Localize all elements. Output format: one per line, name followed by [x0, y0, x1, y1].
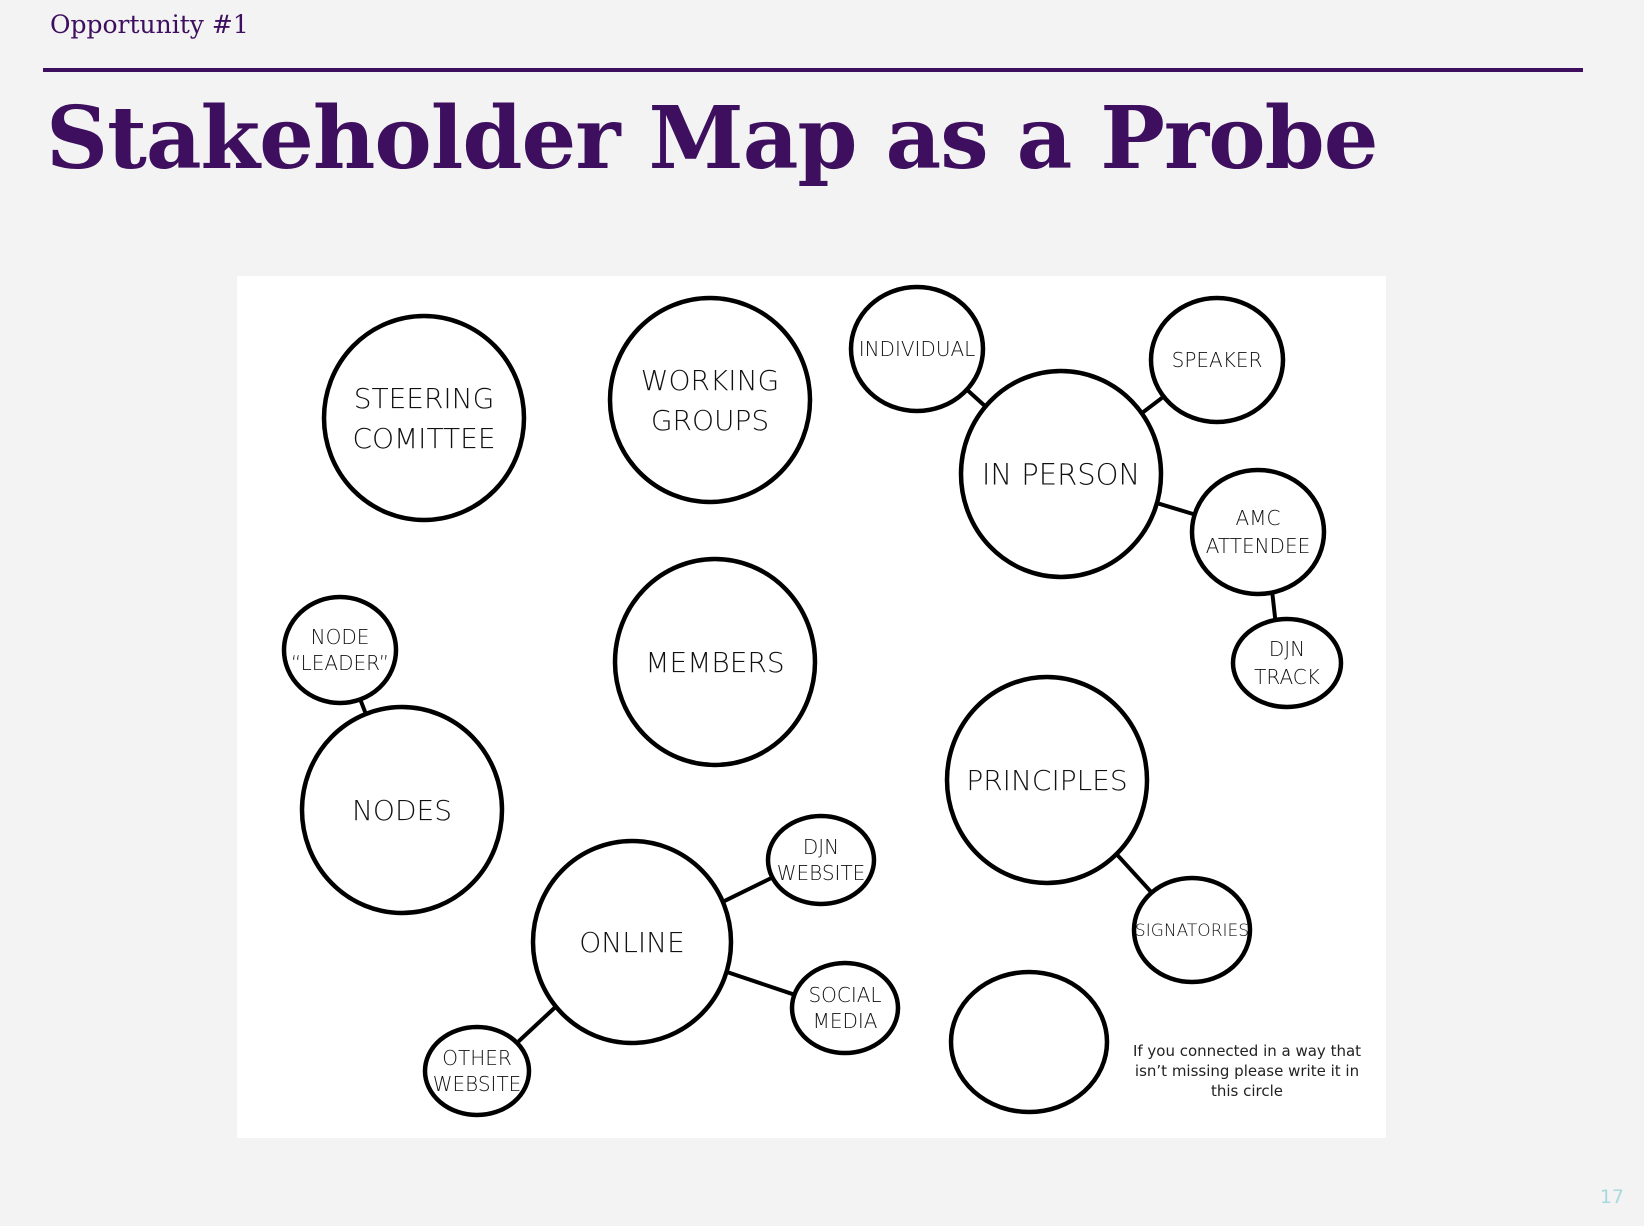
node-circle-amc-attendee — [1189, 467, 1327, 597]
node-circle-individual — [848, 284, 986, 414]
node-label-djn-track: DJN — [1269, 637, 1305, 661]
note-line: this circle — [1211, 1082, 1283, 1100]
node-circle-nodes — [299, 704, 505, 916]
node-blank — [948, 969, 1110, 1115]
node-djn-track: DJN TRACK — [1230, 616, 1344, 710]
edge-speaker-in-person — [1140, 394, 1165, 415]
node-label-social-media: SOCIAL — [808, 983, 881, 1007]
node-online: ONLINE — [530, 838, 734, 1046]
node-label-steering: COMITTEE — [352, 422, 495, 455]
edge-djn-track-amc-attendee — [1270, 592, 1278, 621]
node-circle-node-leader — [281, 594, 399, 706]
node-members: MEMBERS — [612, 556, 818, 768]
node-principles: PRINCIPLES — [944, 674, 1150, 886]
node-label-individual: INDIVIDUAL — [859, 337, 976, 361]
node-label-working-groups: GROUPS — [651, 404, 769, 437]
node-circle-other-website — [422, 1024, 532, 1118]
edge-signatories-principles — [1115, 852, 1154, 894]
stakeholder-map-svg: STEERING COMITTEE WORKING GROUPS INDIVIDUAL I… — [281, 284, 1361, 1118]
node-label-other-website: OTHER — [442, 1046, 512, 1070]
node-individual: INDIVIDUAL — [848, 284, 986, 414]
node-circle-djn-track — [1230, 616, 1344, 710]
node-circle-social-media — [789, 960, 901, 1056]
node-steering: STEERING COMITTEE — [321, 313, 527, 523]
page-title: Stakeholder Map as a Probe — [46, 88, 1378, 189]
node-circle-members — [612, 556, 818, 768]
edge-amc-attendee-in-person — [1156, 501, 1196, 517]
note-line: If you connected in a way that — [1133, 1042, 1361, 1060]
node-label-principles: PRINCIPLES — [966, 764, 1127, 797]
node-circle-online — [530, 838, 734, 1046]
node-circle-djn-website — [765, 813, 877, 907]
edge-social-media-online — [725, 969, 796, 997]
node-label-nodes: NODES — [352, 794, 452, 827]
node-nodes: NODES — [299, 704, 505, 916]
node-signatories: SIGNATORIES — [1131, 875, 1253, 985]
node-speaker: SPEAKER — [1148, 295, 1286, 425]
node-circle-in-person — [958, 368, 1164, 580]
note-line: isn’t missing please write it in — [1135, 1062, 1359, 1080]
node-circle-speaker — [1148, 295, 1286, 425]
edge-individual-in-person — [965, 388, 987, 408]
node-label-djn-website: WEBSITE — [777, 861, 866, 885]
node-label-other-website: WEBSITE — [433, 1072, 522, 1096]
node-label-steering: STEERING — [354, 382, 495, 415]
node-label-amc-attendee: ATTENDEE — [1206, 534, 1310, 558]
node-amc-attendee: AMC ATTENDEE — [1189, 467, 1327, 597]
node-circle-steering — [321, 313, 527, 523]
header-divider — [43, 68, 1583, 72]
node-node-leader: NODE“LEADER” — [281, 594, 399, 706]
stakeholder-map-diagram: STEERING COMITTEE WORKING GROUPS INDIVIDUAL I… — [237, 276, 1386, 1138]
node-label-amc-attendee: AMC — [1236, 506, 1281, 530]
node-circle-blank — [948, 969, 1110, 1115]
node-working-groups: WORKING GROUPS — [607, 295, 813, 505]
node-label-members: MEMBERS — [645, 646, 784, 679]
node-circle-signatories — [1131, 875, 1253, 985]
node-label-node-leader: NODE — [311, 625, 370, 649]
node-in-person: IN PERSON — [958, 368, 1164, 580]
node-label-speaker: SPEAKER — [1172, 348, 1263, 372]
page-number: 17 — [1599, 1186, 1624, 1208]
edge-other-website-online — [515, 1005, 558, 1045]
node-label-signatories: SIGNATORIES — [1135, 921, 1249, 941]
node-label-node-leader: “LEADER” — [291, 651, 389, 675]
node-label-djn-track: TRACK — [1254, 665, 1320, 689]
node-label-working-groups: WORKING — [641, 364, 779, 397]
node-label-online: ONLINE — [579, 926, 684, 959]
node-label-social-media: MEDIA — [813, 1009, 878, 1033]
edge-djn-website-online — [721, 875, 774, 904]
edge-node-leader-nodes — [358, 698, 368, 715]
node-circle-working-groups — [607, 295, 813, 505]
node-label-djn-website: DJN — [803, 835, 839, 859]
node-circle-principles — [944, 674, 1150, 886]
section-kicker: Opportunity #1 — [50, 10, 249, 39]
node-label-in-person: IN PERSON — [982, 457, 1140, 491]
